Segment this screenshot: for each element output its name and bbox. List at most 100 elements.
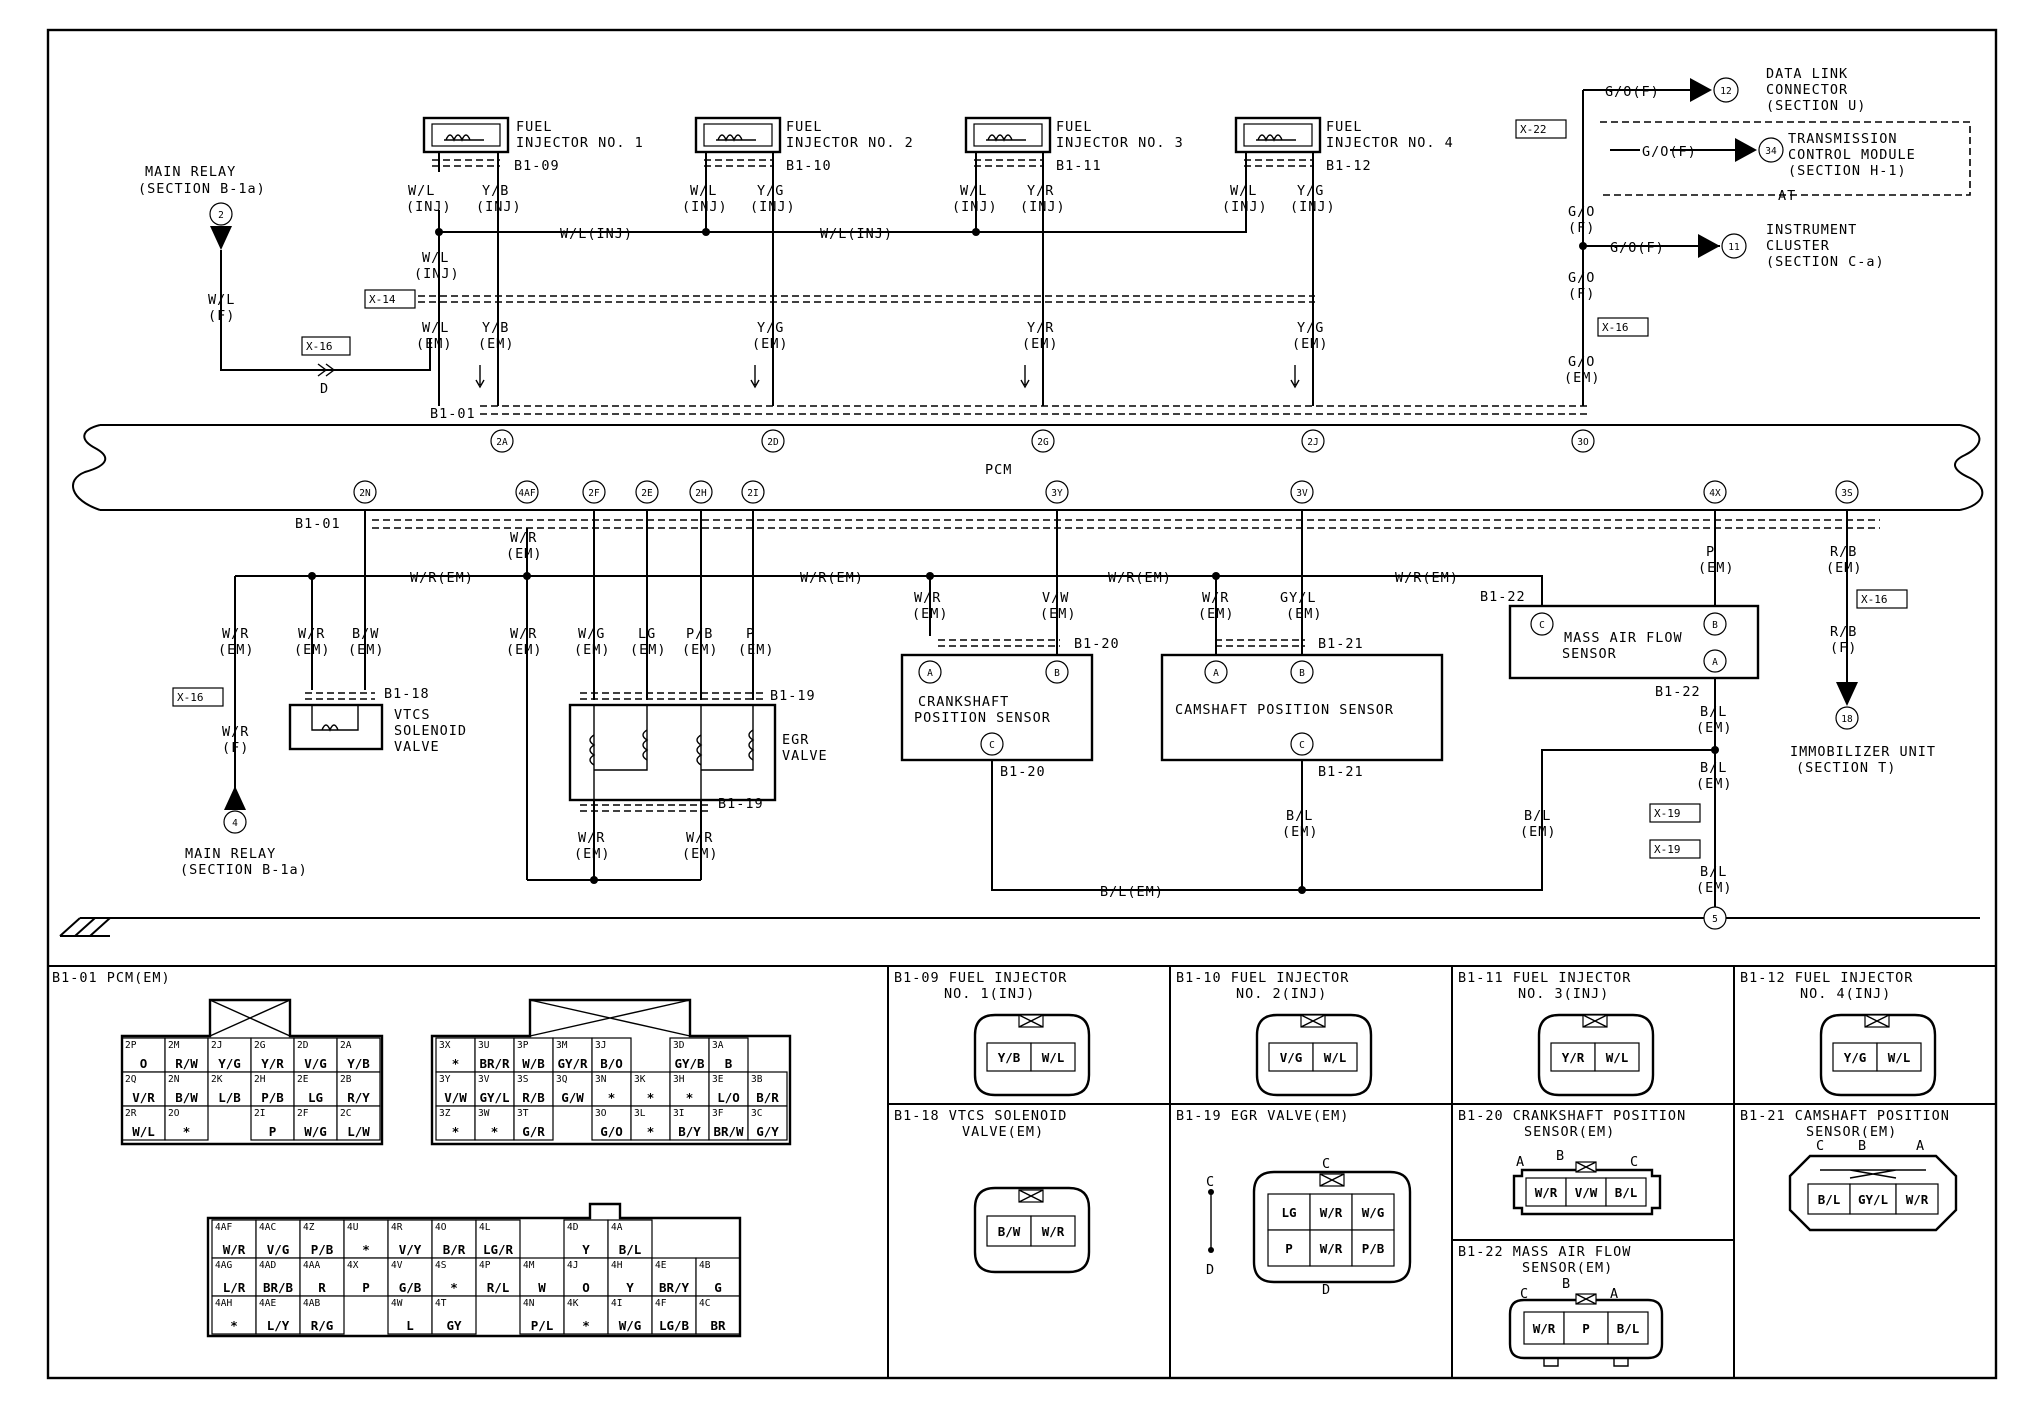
svg-text:P: P [746, 626, 755, 642]
svg-text:(EM): (EM) [416, 336, 453, 352]
svg-text:CAMSHAFT POSITION SENSOR: CAMSHAFT POSITION SENSOR [1175, 702, 1394, 718]
pin-color: V/G [304, 1056, 327, 1071]
pin-cell [387, 1257, 433, 1297]
pin-color: R [318, 1280, 326, 1295]
svg-text:B1-20: B1-20 [1074, 636, 1120, 652]
vtcs-solenoid-valve: W/R (EM) B/W (EM) B1-18 VTCS SOLENOID VA… [288, 510, 466, 755]
svg-text:INJECTOR NO. 3: INJECTOR NO. 3 [1056, 135, 1184, 151]
svg-text:B: B [1299, 668, 1305, 679]
svg-text:B1-01 PCM(EM): B1-01 PCM(EM) [52, 970, 171, 986]
pin-2J: 2J [1307, 437, 1318, 448]
svg-text:NO. 4(INJ): NO. 4(INJ) [1800, 986, 1891, 1002]
svg-text:B/L: B/L [1700, 704, 1727, 720]
svg-text:X-16: X-16 [177, 691, 204, 704]
pin-id: 3K [634, 1074, 646, 1085]
svg-text:G/O: G/O [1568, 204, 1595, 220]
pin-color: G/W [561, 1090, 584, 1105]
svg-text:P: P [1582, 1321, 1590, 1336]
svg-text:INJECTOR NO. 1: INJECTOR NO. 1 [516, 135, 644, 151]
svg-text:W/R: W/R [1906, 1192, 1929, 1207]
pin-id: 2H [254, 1074, 266, 1085]
svg-text:W/L: W/L [1042, 1050, 1065, 1065]
pin-id: 2J [211, 1040, 222, 1051]
svg-text:(EM): (EM) [1564, 370, 1601, 386]
pin-color: L/B [218, 1090, 241, 1105]
bottom-harness [372, 519, 1880, 529]
svg-text:(EM): (EM) [1696, 720, 1733, 736]
pin-id: 3P [517, 1040, 529, 1051]
svg-text:B1-11 FUEL INJECTOR: B1-11 FUEL INJECTOR [1458, 970, 1631, 986]
svg-text:(EM): (EM) [630, 642, 667, 658]
pin-id: 3Q [556, 1074, 568, 1085]
svg-text:W/R: W/R [1202, 590, 1229, 606]
pin-3Y: 3Y [1051, 488, 1063, 499]
svg-text:B1-22: B1-22 [1655, 684, 1701, 700]
svg-text:W/L(INJ): W/L(INJ) [820, 226, 893, 242]
pin-cell [474, 1105, 515, 1141]
pin-id: 4AA [303, 1260, 320, 1271]
svg-text:(EM): (EM) [1698, 560, 1735, 576]
svg-text:W/L: W/L [1230, 183, 1257, 199]
main-relay-top-num: 2 [218, 210, 224, 221]
pin-color: * [452, 1056, 460, 1071]
pin-cell [607, 1295, 653, 1335]
svg-text:(EM): (EM) [1198, 606, 1235, 622]
pin-color: * [686, 1090, 694, 1105]
pin-2A: 2A [496, 437, 508, 448]
svg-text:X-19: X-19 [1654, 807, 1681, 820]
svg-text:C: C [1520, 1286, 1529, 1302]
pin-id: 2O [168, 1108, 180, 1119]
svg-text:FUEL: FUEL [786, 119, 823, 135]
pin-id: 4X [347, 1260, 359, 1271]
svg-text:X-16: X-16 [1602, 321, 1629, 334]
pin-id: 3Z [439, 1108, 451, 1119]
svg-text:W/R(EM): W/R(EM) [410, 570, 474, 586]
pin-cell [164, 1037, 209, 1073]
svg-text:POSITION SENSOR: POSITION SENSOR [914, 710, 1051, 726]
pin-color: L/R [223, 1280, 246, 1295]
pin-id: 2R [125, 1108, 137, 1119]
svg-text:(EM): (EM) [1520, 824, 1557, 840]
pin-id: 2F [297, 1108, 309, 1119]
maf-connector-view: C B A W/R P B/L [1508, 1276, 1664, 1367]
pin-4X: 4X [1709, 488, 1721, 499]
svg-text:CONNECTOR: CONNECTOR [1766, 82, 1848, 98]
svg-text:B: B [1556, 1148, 1565, 1164]
svg-text:(INJ): (INJ) [750, 199, 796, 215]
svg-text:(F): (F) [1568, 220, 1595, 236]
svg-text:(EM): (EM) [682, 846, 719, 862]
pin-color: * [491, 1124, 499, 1139]
svg-text:VTCS: VTCS [394, 707, 431, 723]
svg-text:Y/R: Y/R [1562, 1050, 1585, 1065]
pin-color: W/L [132, 1124, 155, 1139]
pin-cell [708, 1037, 749, 1073]
pin-color: O [582, 1280, 590, 1295]
svg-text:B1-10: B1-10 [786, 158, 832, 174]
pin-color: W [538, 1280, 546, 1295]
pin-id: 2N [168, 1074, 180, 1085]
pin-id: 4E [655, 1260, 667, 1271]
pin-cell [431, 1295, 477, 1335]
pin-color: Y/B [347, 1056, 370, 1071]
pin-color: R/Y [347, 1090, 370, 1105]
main-relay-top: MAIN RELAY (SECTION B-1a) 2 W/L (F) X-16… [138, 164, 431, 397]
pin-cell [607, 1219, 653, 1259]
svg-text:W/R: W/R [914, 590, 941, 606]
svg-text:(EM): (EM) [682, 642, 719, 658]
svg-text:(SECTION H-1): (SECTION H-1) [1788, 163, 1907, 179]
ckp-connector-view: A B C W/R V/W B/L [1512, 1148, 1662, 1216]
pin-color: * [647, 1090, 655, 1105]
pin-cell [513, 1037, 554, 1073]
pin-cell [336, 1071, 381, 1107]
svg-text:(EM): (EM) [1292, 336, 1329, 352]
pin-color: * [608, 1090, 616, 1105]
svg-text:W/R: W/R [1320, 1205, 1343, 1220]
pin-cell [513, 1071, 554, 1107]
svg-text:(EM): (EM) [574, 642, 611, 658]
svg-text:B1-19: B1-19 [718, 796, 764, 812]
pin-id: 4AE [259, 1298, 276, 1309]
svg-text:W/L: W/L [1606, 1050, 1629, 1065]
pin-cell [552, 1071, 593, 1107]
pin-color: * [362, 1242, 370, 1257]
svg-text:W/L: W/L [1324, 1050, 1347, 1065]
